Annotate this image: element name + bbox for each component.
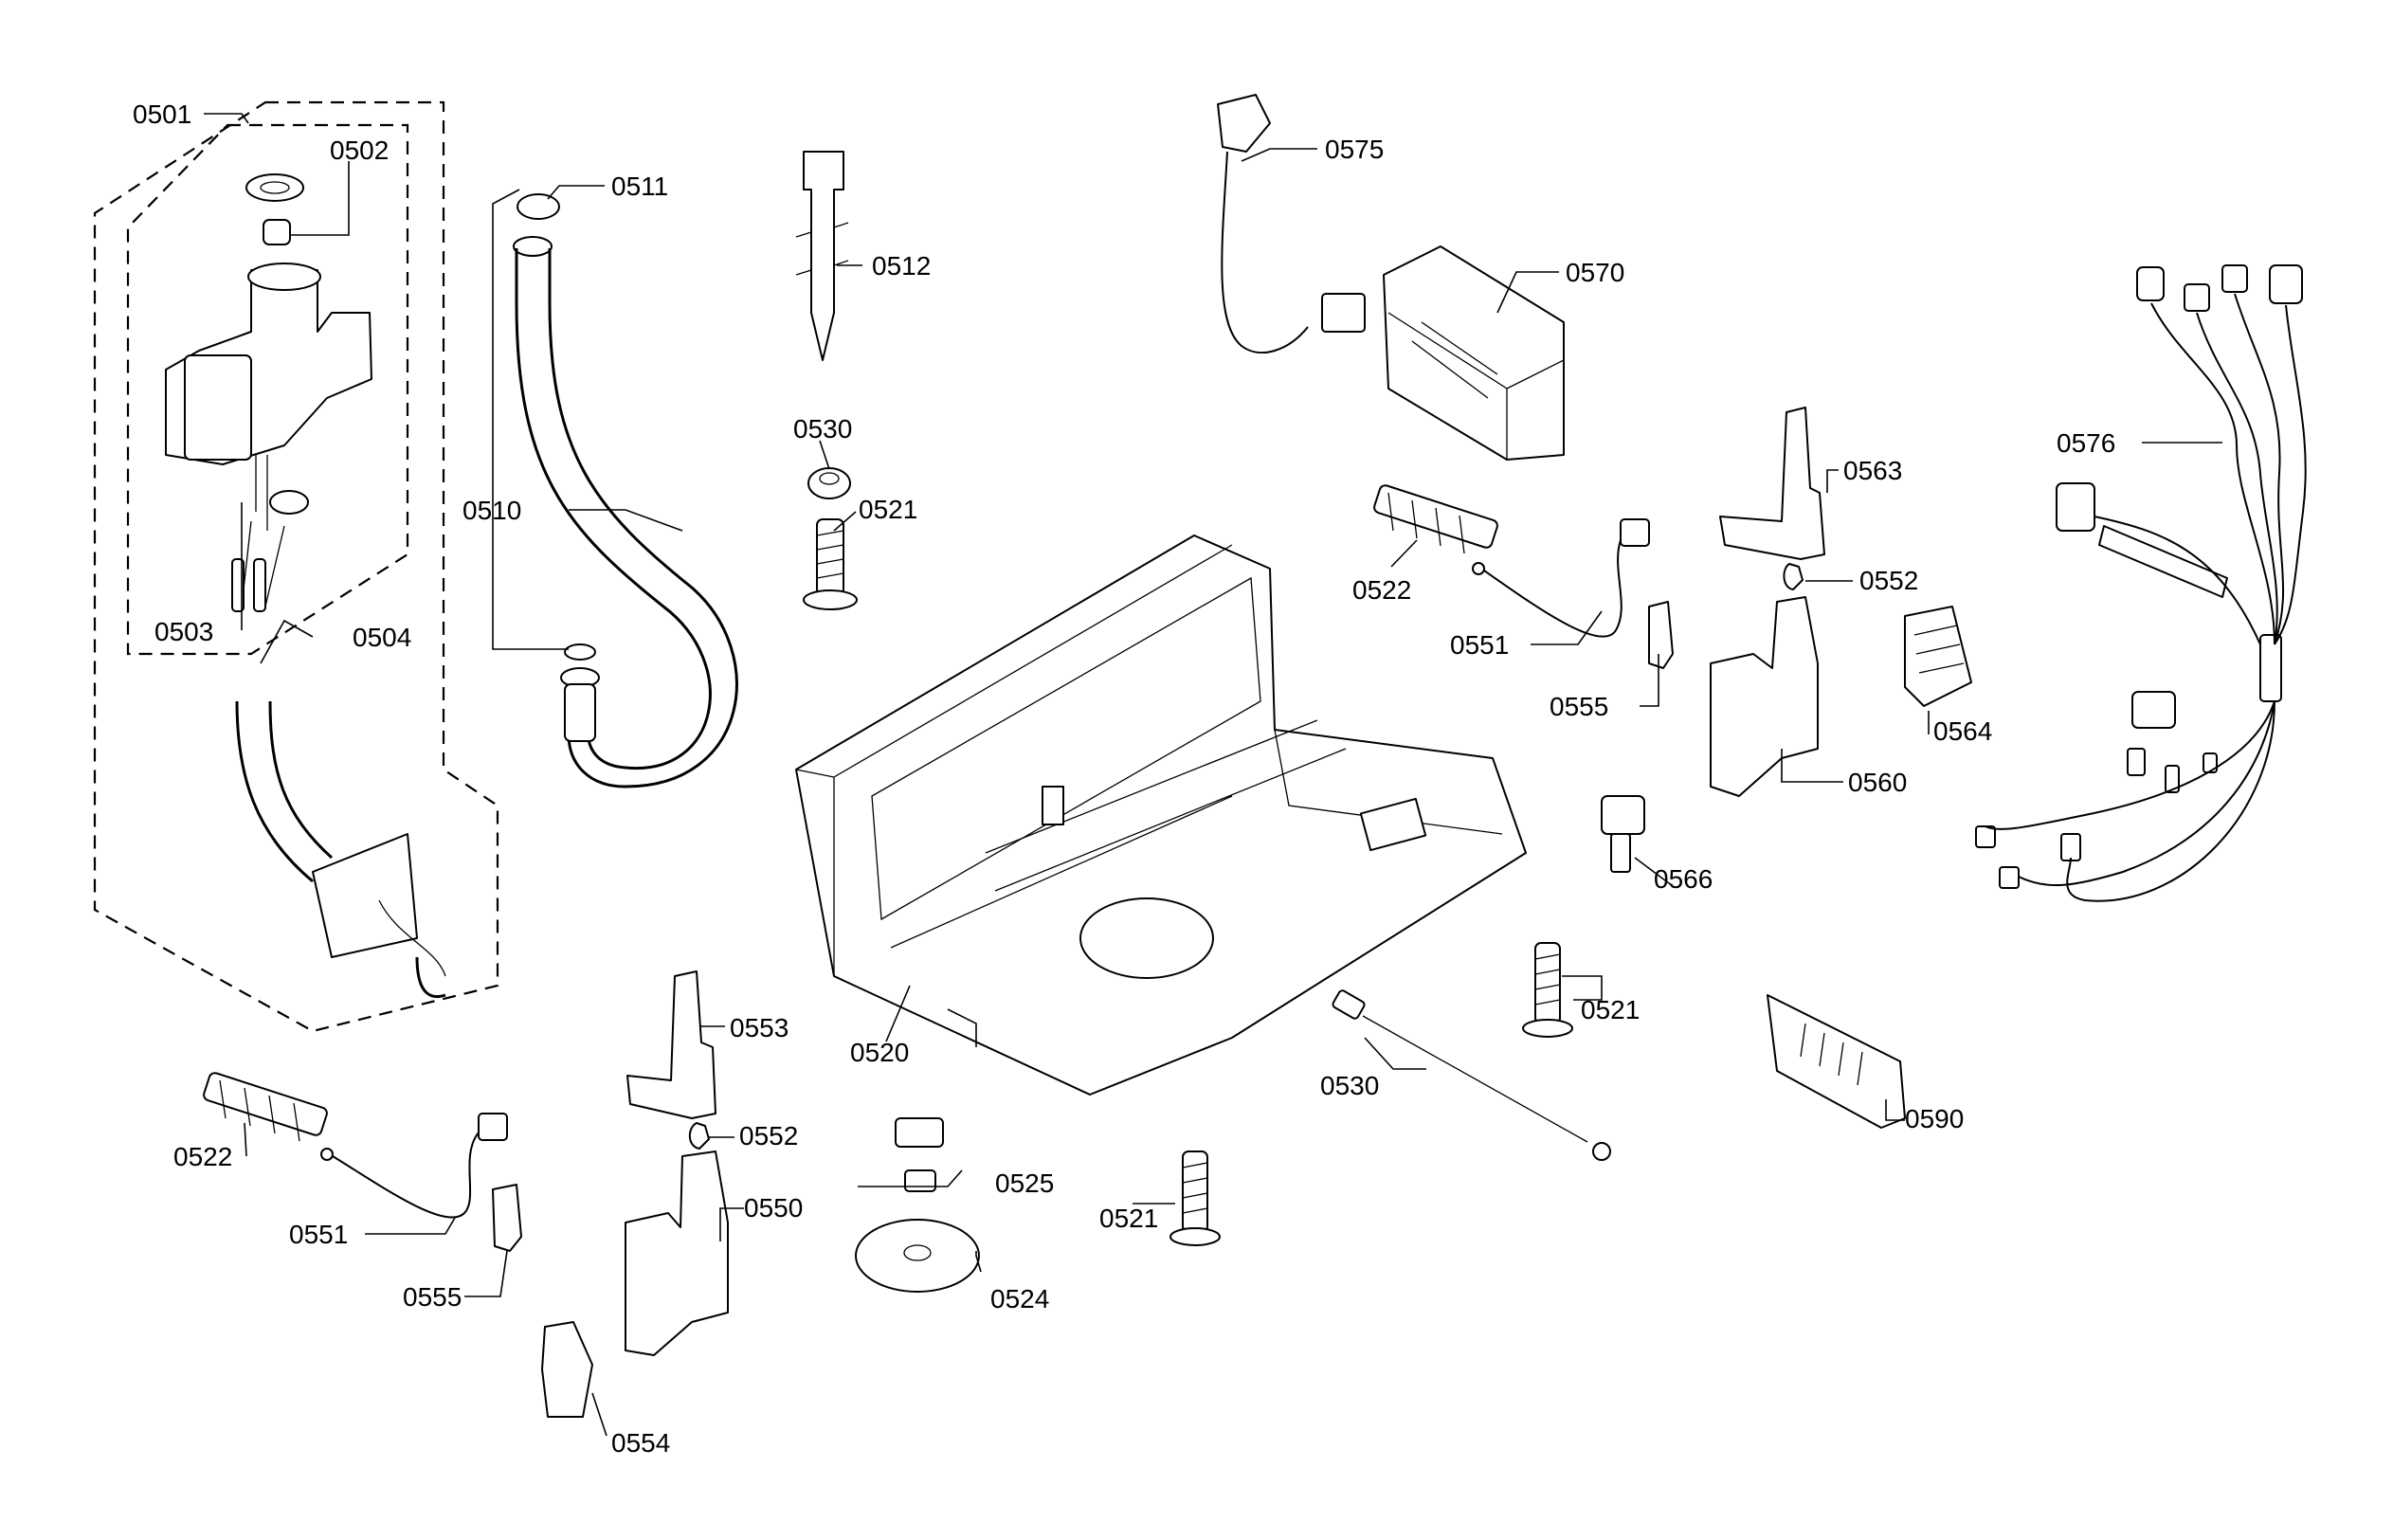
hinge-bracket-part-right (1710, 596, 1819, 797)
label-0551-left: 0551 (289, 1220, 348, 1249)
base-tub-part (795, 534, 1527, 1096)
disc-part (855, 1219, 980, 1293)
sensor-cable-part-right (1472, 518, 1650, 638)
label-0563: 0563 (1843, 456, 1902, 485)
nut-part-top (807, 467, 851, 499)
label-0530-top: 0530 (793, 414, 852, 444)
control-module-part (1383, 245, 1565, 461)
clip-part-right (1648, 601, 1674, 669)
screw-part-lower-right (1522, 942, 1573, 1038)
label-0510: 0510 (462, 496, 521, 525)
assembly-0502-outline (126, 123, 409, 656)
label-0553: 0553 (730, 1013, 789, 1042)
label-0525: 0525 (995, 1169, 1054, 1198)
label-0521-right: 0521 (1581, 995, 1640, 1024)
label-0555-left: 0555 (403, 1282, 462, 1312)
label-0590: 0590 (1905, 1104, 1964, 1133)
sensor-part-right (1601, 795, 1645, 873)
label-0522-right: 0522 (1352, 575, 1411, 605)
label-0550: 0550 (744, 1193, 803, 1223)
label-0576: 0576 (2057, 428, 2115, 458)
screw-part-top (803, 518, 858, 610)
label-0566: 0566 (1654, 864, 1713, 894)
spring-part-left (203, 1072, 328, 1142)
label-0570: 0570 (1566, 258, 1624, 287)
drain-hose-part (513, 193, 738, 788)
rod-part (1332, 989, 1611, 1161)
label-0502: 0502 (330, 136, 389, 165)
label-0521-lower: 0521 (1099, 1204, 1158, 1233)
screw-part-lower-center (1169, 1150, 1221, 1246)
support-pin-part (795, 151, 849, 361)
label-0530-lower: 0530 (1320, 1071, 1379, 1100)
label-0552-right: 0552 (1859, 566, 1918, 595)
inlet-valve-part (165, 173, 372, 612)
hinge-part-upper-left (626, 970, 716, 1119)
label-0511: 0511 (611, 172, 668, 201)
label-0560: 0560 (1848, 768, 1907, 797)
cover-part-right (1904, 606, 1972, 707)
hinge-part-upper-right (1719, 407, 1825, 560)
power-cord-part (1217, 94, 1366, 354)
label-0504: 0504 (353, 623, 411, 652)
label-0552-left: 0552 (739, 1121, 798, 1150)
label-0524: 0524 (990, 1284, 1049, 1314)
label-0512: 0512 (872, 251, 931, 281)
hinge-bracket-part-left (625, 1150, 729, 1356)
label-0555-right: 0555 (1550, 692, 1608, 721)
label-0575: 0575 (1325, 135, 1384, 164)
sensor-part-lower (895, 1117, 944, 1192)
washer-part-left (688, 1122, 710, 1150)
label-0551-right: 0551 (1450, 630, 1509, 660)
clip-part-left (492, 1184, 522, 1252)
inlet-hose-part (235, 700, 446, 999)
part-labels: 0501 0502 0503 0504 0510 0511 0512 0530 … (133, 100, 2115, 1458)
label-0501: 0501 (133, 100, 191, 129)
label-0521-top: 0521 (859, 495, 917, 524)
panel-part (1767, 994, 1906, 1129)
washer-part-right (1783, 563, 1804, 590)
label-0503: 0503 (154, 617, 213, 646)
label-0520: 0520 (850, 1038, 909, 1067)
spring-part-right (1373, 484, 1498, 554)
sensor-cable-part-left (320, 1113, 508, 1219)
label-0564: 0564 (1933, 716, 1992, 746)
label-0554: 0554 (611, 1428, 670, 1458)
leader-lines (204, 113, 2222, 1437)
assembly-0501-outline (93, 100, 499, 1033)
wiring-harness-part (1975, 264, 2307, 902)
cover-part-left (541, 1321, 593, 1418)
label-0522-left: 0522 (173, 1142, 232, 1171)
